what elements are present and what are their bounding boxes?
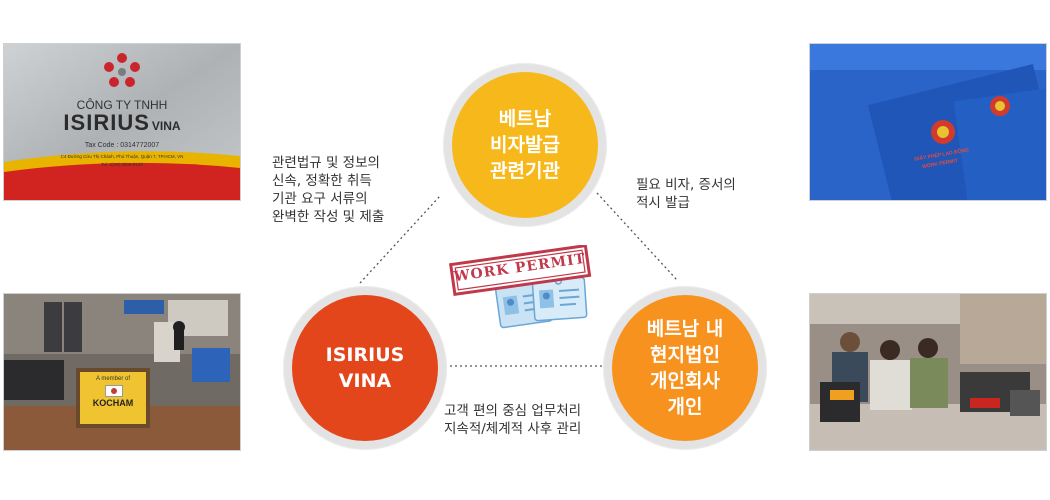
sign-brand-suffix: VINA: [151, 119, 181, 133]
plaque-brand: KOCHAM: [92, 398, 134, 408]
sign-brand-main: ISIRIUS: [63, 110, 150, 135]
office-photo: A member of KOCHAM: [3, 293, 241, 451]
node-top-line-1: 베트남: [498, 108, 552, 130]
sign-tel: Tel: 0(28) 3636-9120: [101, 162, 143, 167]
edge-left-top-line-3: 기관 요구 서류의: [272, 191, 368, 207]
node-left-line-2: VINA: [338, 370, 392, 392]
node-vietnam-visa-agency: 베트남 비자발급 관련기관: [443, 63, 607, 227]
node-local-company-individual: 베트남 내 현지법인 개인회사 개인: [603, 286, 767, 450]
sign-company-line: CÔNG TY TNHH: [76, 98, 168, 112]
edge-left-top-line-1: 관련법규 및 정보의: [272, 155, 380, 171]
permit-booklets-photo: GIẤY PHÉP LAO ĐỘNG WORK PERMIT: [809, 43, 1047, 201]
edge-text-left-top: 관련법규 및 정보의 신속, 정확한 취득 기관 요구 서류의 완벽한 작성 및…: [272, 154, 384, 226]
plaque-top-text: A member of: [95, 376, 130, 382]
plaque-flag-icon: [105, 385, 123, 397]
node-isirius-vina-fill: ISIRIUS VINA: [292, 295, 438, 441]
company-logo-icon: [104, 53, 140, 87]
edge-top-right-line-2: 적시 발급: [636, 195, 690, 211]
immigration-office-photo: [809, 293, 1047, 451]
edge-left-top-line-4: 완벽한 작성 및 제출: [272, 209, 385, 225]
node-top-line-3: 관련기관: [490, 160, 560, 182]
sign-address: C4 Đường Cửu Thị Chánh, Phú Thuận, Quận …: [60, 154, 184, 159]
work-permit-illustration: WORK PERMIT: [440, 243, 600, 345]
edge-left-top-line-2: 신속, 정확한 취득: [272, 173, 372, 189]
edge-bottom-line-1: 고객 편의 중심 업무처리: [444, 403, 582, 419]
node-right-line-3: 개인회사: [650, 370, 720, 392]
edge-bottom-line-2: 지속적/체계적 사후 관리: [444, 421, 582, 437]
node-left-line-1: ISIRIUS: [325, 344, 405, 366]
node-right-line-1: 베트남 내: [646, 318, 724, 340]
node-local-company-individual-fill: 베트남 내 현지법인 개인회사 개인: [612, 295, 758, 441]
node-right-line-4: 개인: [667, 396, 703, 418]
edge-text-top-right: 필요 비자, 증서의 적시 발급: [636, 176, 736, 212]
node-right-line-2: 현지법인: [650, 344, 720, 366]
edge-text-bottom: 고객 편의 중심 업무처리 지속적/체계적 사후 관리: [444, 402, 581, 438]
node-isirius-vina: ISIRIUS VINA: [283, 286, 447, 450]
work-permit-stamp-icon: [449, 243, 592, 297]
emblem-icon: [931, 96, 1010, 144]
edge-top-right-line-1: 필요 비자, 증서의: [636, 177, 736, 193]
node-top-line-2: 비자발급: [490, 134, 560, 156]
sign-tax: Tax Code : 0314772007: [84, 142, 160, 149]
node-vietnam-visa-agency-fill: 베트남 비자발급 관련기관: [452, 72, 598, 218]
